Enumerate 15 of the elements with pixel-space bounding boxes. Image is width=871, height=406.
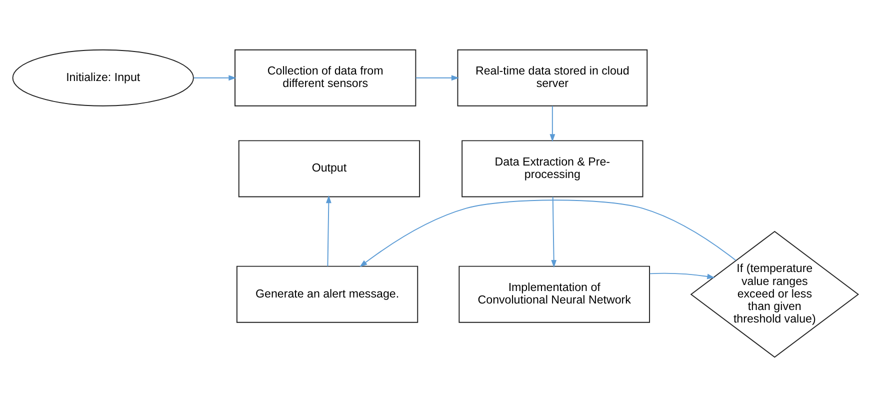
arrow: [326, 194, 332, 266]
node-box: Data Extraction & Pre-processing: [462, 140, 644, 197]
node-box: Real-time data stored in cloud server: [457, 48, 648, 106]
node-ellipse: Initialize: Input: [12, 48, 194, 106]
node-box: Collection of data from different sensors: [234, 48, 416, 106]
node-box: Generate an alert message.: [236, 265, 418, 322]
node-diamond: If (temperature value ranges exceed or less than given threshold value): [690, 230, 860, 358]
arrow: [193, 74, 236, 80]
arrow: [649, 272, 715, 279]
arrow: [551, 196, 557, 268]
arrow: [550, 105, 556, 142]
arrow: [359, 199, 736, 267]
arrow: [415, 74, 460, 80]
node-box: Output: [238, 140, 420, 197]
node-box: Implementation of Convolutional Neural Network: [458, 265, 650, 322]
